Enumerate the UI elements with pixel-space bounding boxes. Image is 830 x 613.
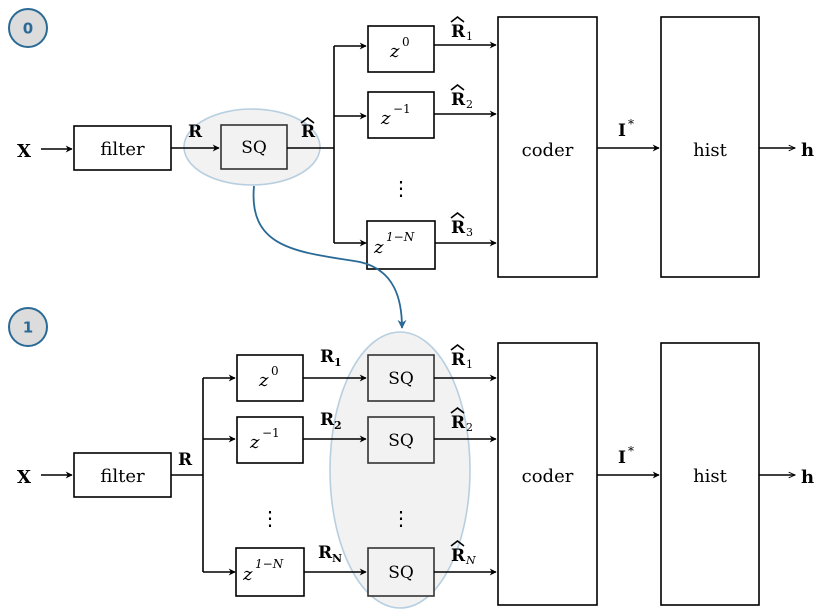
r1-label: R [320,347,335,367]
vertical-ellipsis-sq: ⋮ [391,506,411,530]
rhat1-subscript: 1 [466,358,473,371]
rhat1-label: R [451,350,466,370]
sq-block-1 [367,354,435,402]
rhat2-subscript: 2 [466,98,473,111]
i-star-label: I [618,121,626,141]
r-label: R [178,450,193,470]
z-label: z [249,432,260,453]
hist-block [660,16,760,278]
sq-block [220,124,288,170]
rhatn-subscript: N [465,554,476,567]
sq-block-2 [367,416,435,464]
r-label: R [188,122,203,142]
z1n-exponent: 1−N [255,557,284,571]
bottom-diagram: 1 X filter R z 0 z −1 ⋮ z 1−N R 1 R 2 R … [8,307,814,609]
sq-label: SQ [388,369,414,389]
rn-subscript: N [332,552,342,565]
i-star-superscript: * [628,444,634,458]
output-h-label: h [801,140,814,161]
sq-group-highlight-ellipse [329,331,471,609]
delay-block-z1n [235,547,305,597]
delay-block-z1n [366,220,436,270]
r1-subscript: 1 [334,356,342,369]
expansion-connector-arrow [252,185,407,329]
rhat2-hat [450,406,465,414]
vertical-ellipsis: ⋮ [260,506,280,530]
badge-0: 0 [8,8,48,48]
z-1-exponent: −1 [393,102,411,116]
delay-block-z0 [236,354,304,402]
hist-label: hist [693,140,728,161]
svg-text:1: 1 [23,319,33,337]
filter-label: filter [100,466,145,487]
sq-label: SQ [388,563,414,583]
rhat2-label: R [451,413,466,433]
rhat-hat [300,116,315,124]
rhatn-label: R [451,546,466,566]
rhat-label: R [301,122,316,142]
badge-1: 1 [8,307,48,347]
z-label: z [373,237,384,258]
rn-label: R [318,543,333,563]
i-star-superscript: * [628,117,634,131]
filter-label: filter [100,139,145,160]
z-label: z [389,41,400,62]
sq-block-n [367,547,435,597]
delay-block-z-1 [367,91,435,139]
sq-label: SQ [388,431,414,451]
r2-label: R [320,410,335,430]
rhat3-hat [450,211,465,219]
hist-label: hist [693,466,728,487]
rhat1-hat [450,15,465,23]
rhat2-hat [450,83,465,91]
z0-exponent: 0 [402,35,410,49]
coder-label: coder [522,140,574,161]
rhat1-label: R [451,22,466,42]
delay-block-z-1 [236,416,304,464]
z0-exponent: 0 [271,364,279,378]
input-x-label: X [17,141,31,162]
z-label: z [258,370,269,391]
output-h-label: h [801,467,814,488]
rhat1-hat [450,343,465,351]
filter-block [73,452,172,498]
input-x-label: X [17,467,31,488]
z-label: z [380,108,391,129]
z-1-exponent: −1 [262,426,280,440]
sq-label: SQ [241,138,267,158]
coder-block [497,16,598,278]
i-star-label: I [618,448,626,468]
delay-block-z0 [367,25,435,73]
r2-subscript: 2 [334,419,342,432]
coder-block [497,342,598,606]
rhat2-label: R [451,90,466,110]
filter-block [73,125,172,171]
rhat2-subscript: 2 [466,421,473,434]
z1n-exponent: 1−N [386,230,415,244]
z-label: z [242,564,253,585]
top-diagram: 0 X filter R SQ R z 0 z −1 ⋮ z 1−N R 1 [8,8,814,278]
rhat3-label: R [451,218,466,238]
rhatn-hat [450,539,465,547]
rhat1-subscript: 1 [466,30,473,43]
svg-text:0: 0 [23,20,33,38]
hist-block [660,342,760,606]
rhat3-subscript: 3 [466,226,473,239]
vertical-ellipsis: ⋮ [391,176,411,200]
coder-label: coder [522,466,574,487]
